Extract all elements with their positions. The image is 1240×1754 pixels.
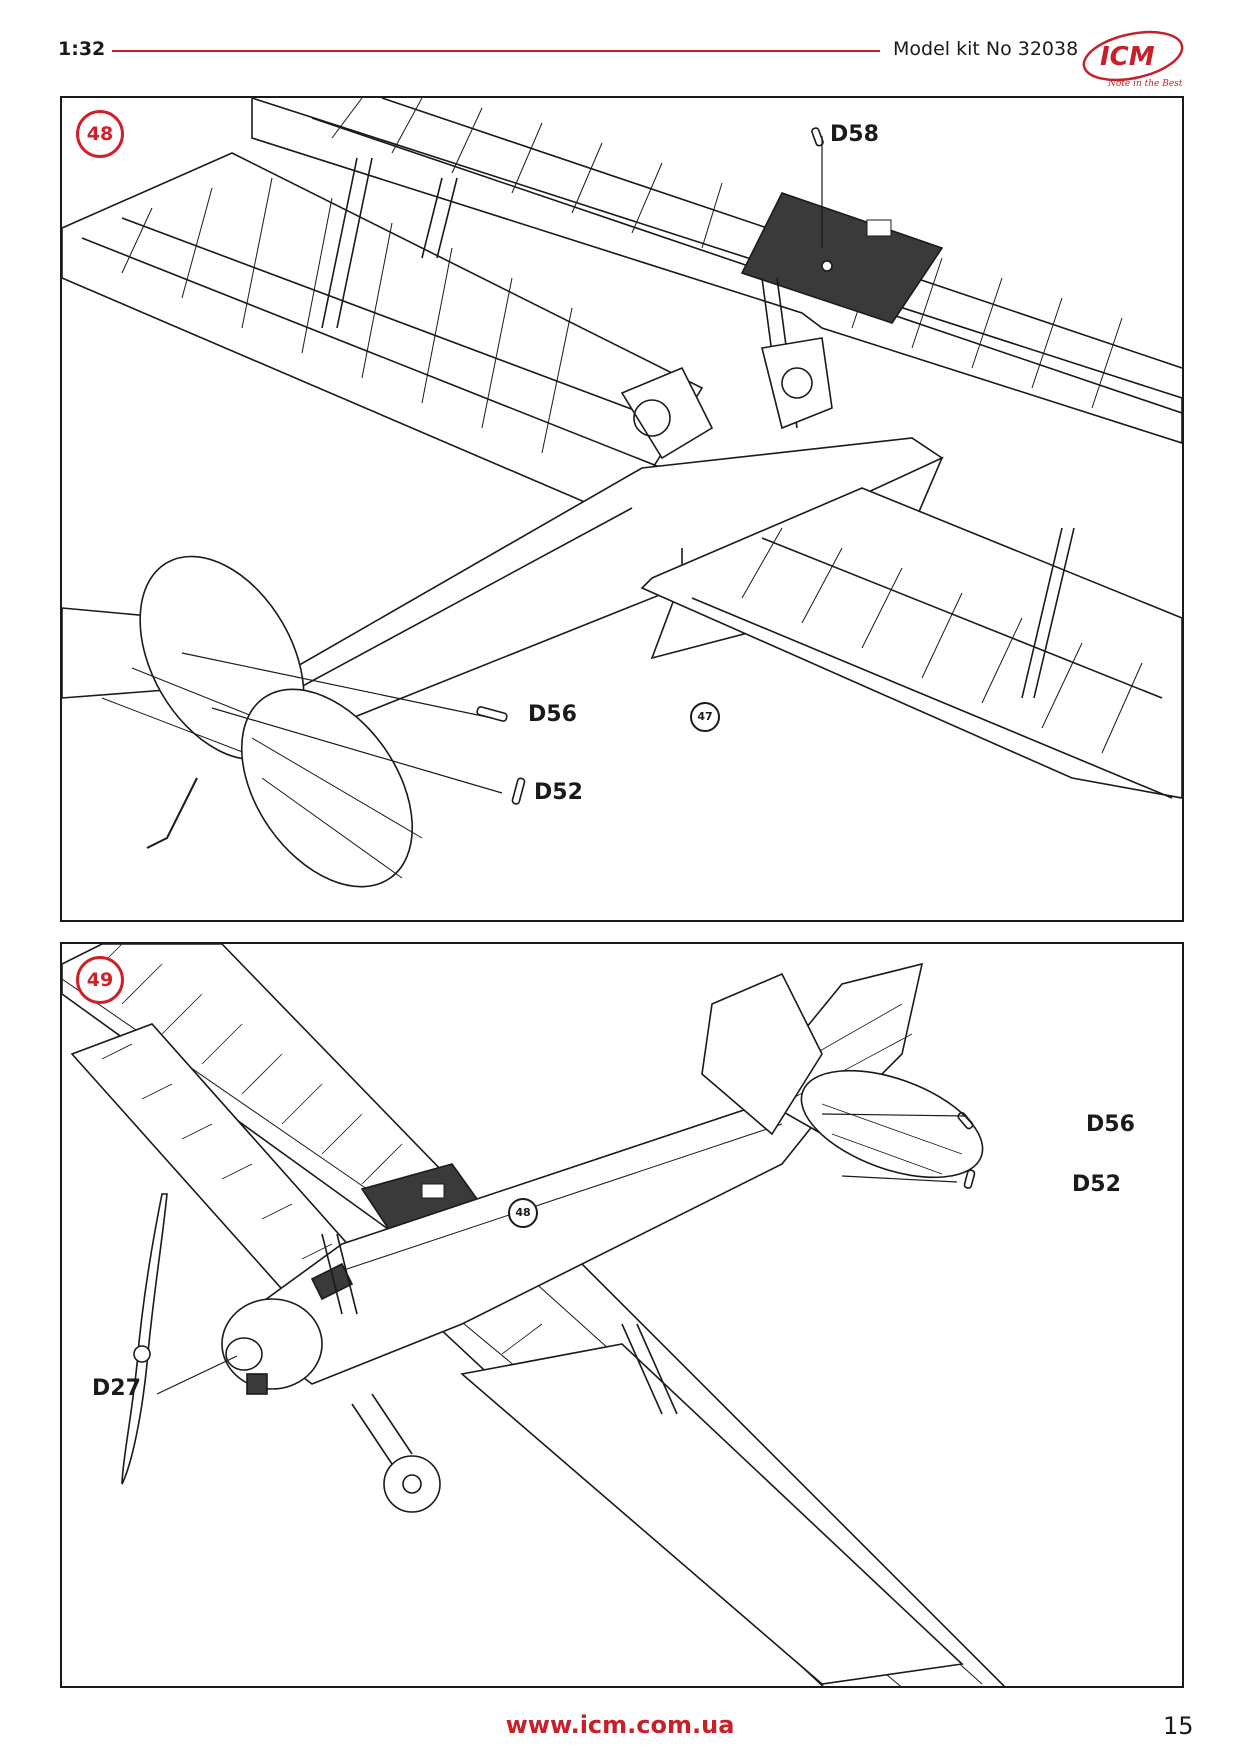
part-label-d56: D56 xyxy=(528,702,577,727)
step-49-illustration xyxy=(62,944,1006,1686)
header-divider xyxy=(112,50,880,52)
part-label-d56: D56 xyxy=(1086,1112,1135,1137)
scale-label: 1:32 xyxy=(58,38,106,60)
icm-logo: ICM Note in the Best xyxy=(1082,30,1184,89)
step-number-badge: 48 xyxy=(76,110,124,158)
reference-step-badge: 47 xyxy=(690,702,720,732)
step-48-panel: 48 D58 D56 D52 47 xyxy=(60,96,1184,922)
page-number: 15 xyxy=(1163,1712,1194,1740)
svg-text:Note in the Best: Note in the Best xyxy=(1107,79,1183,89)
part-label-d52: D52 xyxy=(534,780,583,805)
part-label-d58: D58 xyxy=(830,122,879,147)
part-label-d52: D52 xyxy=(1072,1172,1121,1197)
svg-text:ICM: ICM xyxy=(1100,42,1155,72)
website-link[interactable]: www.icm.com.ua xyxy=(505,1711,735,1739)
kit-number: Model kit No 32038 xyxy=(893,38,1079,60)
part-label-d27: D27 xyxy=(92,1376,141,1401)
step-number-badge: 49 xyxy=(76,956,124,1004)
step-49-panel: 49 D27 D56 D52 48 xyxy=(60,942,1184,1688)
reference-step-badge: 48 xyxy=(508,1198,538,1228)
step-48-illustration xyxy=(62,98,1182,888)
